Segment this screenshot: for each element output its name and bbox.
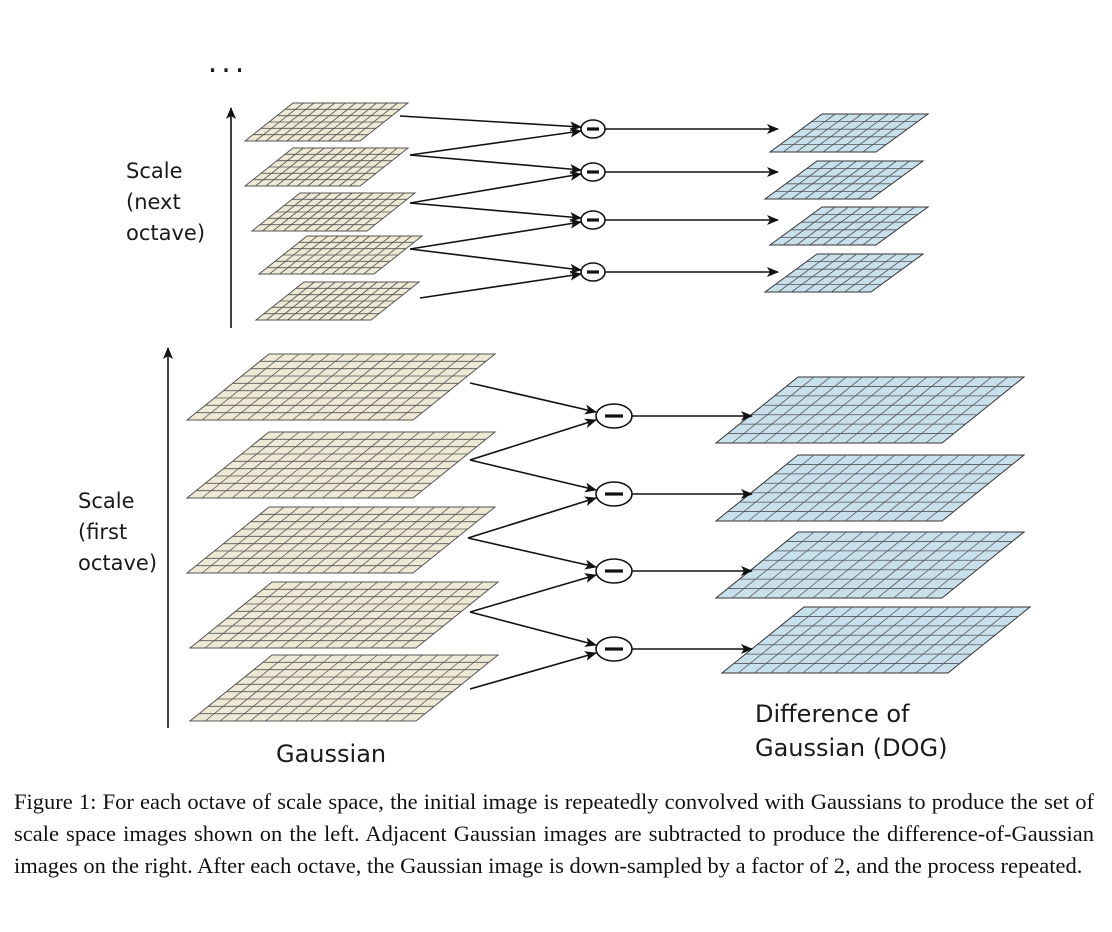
dog-label: Difference of Gaussian (DOG) [755,700,947,762]
subtract-operator-top-3 [580,210,606,230]
gauss-to-minus-bottom-1b [469,418,597,461]
dog-first-octave-3 [714,531,1026,599]
gaussian-first-octave-4 [188,581,500,649]
gauss-to-minus-top-4b [419,270,582,299]
subtract-operator-bottom-4 [595,636,633,662]
gauss-to-minus-bottom-2b [467,496,597,539]
subtraction-connectors [399,115,779,690]
subtract-operator-bottom-2 [595,481,633,507]
gaussian-next-octave-4 [257,235,424,275]
dog-next-octave-4 [763,253,925,293]
subtract-operator-top-2 [580,162,606,182]
svg-text:Scale: Scale [78,489,135,513]
gauss-to-minus-bottom-2a [469,459,597,493]
gaussian-label: Gaussian [276,740,386,768]
svg-text:octave): octave) [78,551,157,575]
dog-next-octave-1 [768,113,930,153]
svg-text:octave): octave) [126,221,205,245]
gauss-to-minus-top-1b [409,127,582,156]
dog-first-octave-2 [714,454,1026,522]
ellipsis: ... [208,45,249,80]
sift-scale-space-diagram: ... Scale (next octave) Scale (first oct… [78,45,1032,768]
svg-text:(first: (first [78,520,127,544]
svg-text:(next: (next [126,190,181,214]
gaussian-next-octave-3 [250,192,417,232]
gaussian-next-octave-1 [243,102,410,142]
svg-text:Scale: Scale [126,159,183,183]
subtract-operator-top-1 [580,119,606,139]
dog-first-octave-4 [720,606,1032,674]
gauss-to-minus-bottom-4b [469,651,597,690]
subtract-operator-top-4 [580,262,606,282]
subtract-operator-bottom-1 [595,403,633,429]
gaussian-first-octave-3 [185,506,497,574]
dog-next-octave-3 [768,206,930,246]
gauss-to-minus-top-1a [399,115,582,132]
gauss-to-minus-bottom-4a [469,611,597,648]
gaussian-first-octave-1 [185,353,497,421]
gaussian-next-octave-2 [243,147,410,187]
dog-first-octave-1 [714,376,1026,444]
gauss-to-minus-top-2b [409,170,582,204]
first-octave-label: Scale (first octave) [78,489,157,575]
gauss-to-minus-top-3a [409,202,582,223]
svg-text:Difference of: Difference of [755,700,910,728]
figure-caption: Figure 1: For each octave of scale space… [14,789,1094,878]
subtract-operator-bottom-3 [595,558,633,584]
dog-next-octave-2 [763,160,925,200]
gauss-to-minus-top-4a [409,248,582,274]
gaussian-next-octave-5 [254,281,421,321]
gauss-to-minus-top-2a [409,154,582,175]
next-octave-label: Scale (next octave) [126,159,205,245]
gaussian-first-octave-2 [185,431,497,499]
image-layers [185,102,1032,722]
gauss-to-minus-bottom-1a [469,382,597,415]
svg-text:Gaussian (DOG): Gaussian (DOG) [755,734,947,762]
gauss-to-minus-top-3b [409,218,582,250]
gaussian-first-octave-5 [188,654,500,722]
gauss-to-minus-bottom-3b [469,573,597,613]
gauss-to-minus-bottom-3a [467,537,597,570]
